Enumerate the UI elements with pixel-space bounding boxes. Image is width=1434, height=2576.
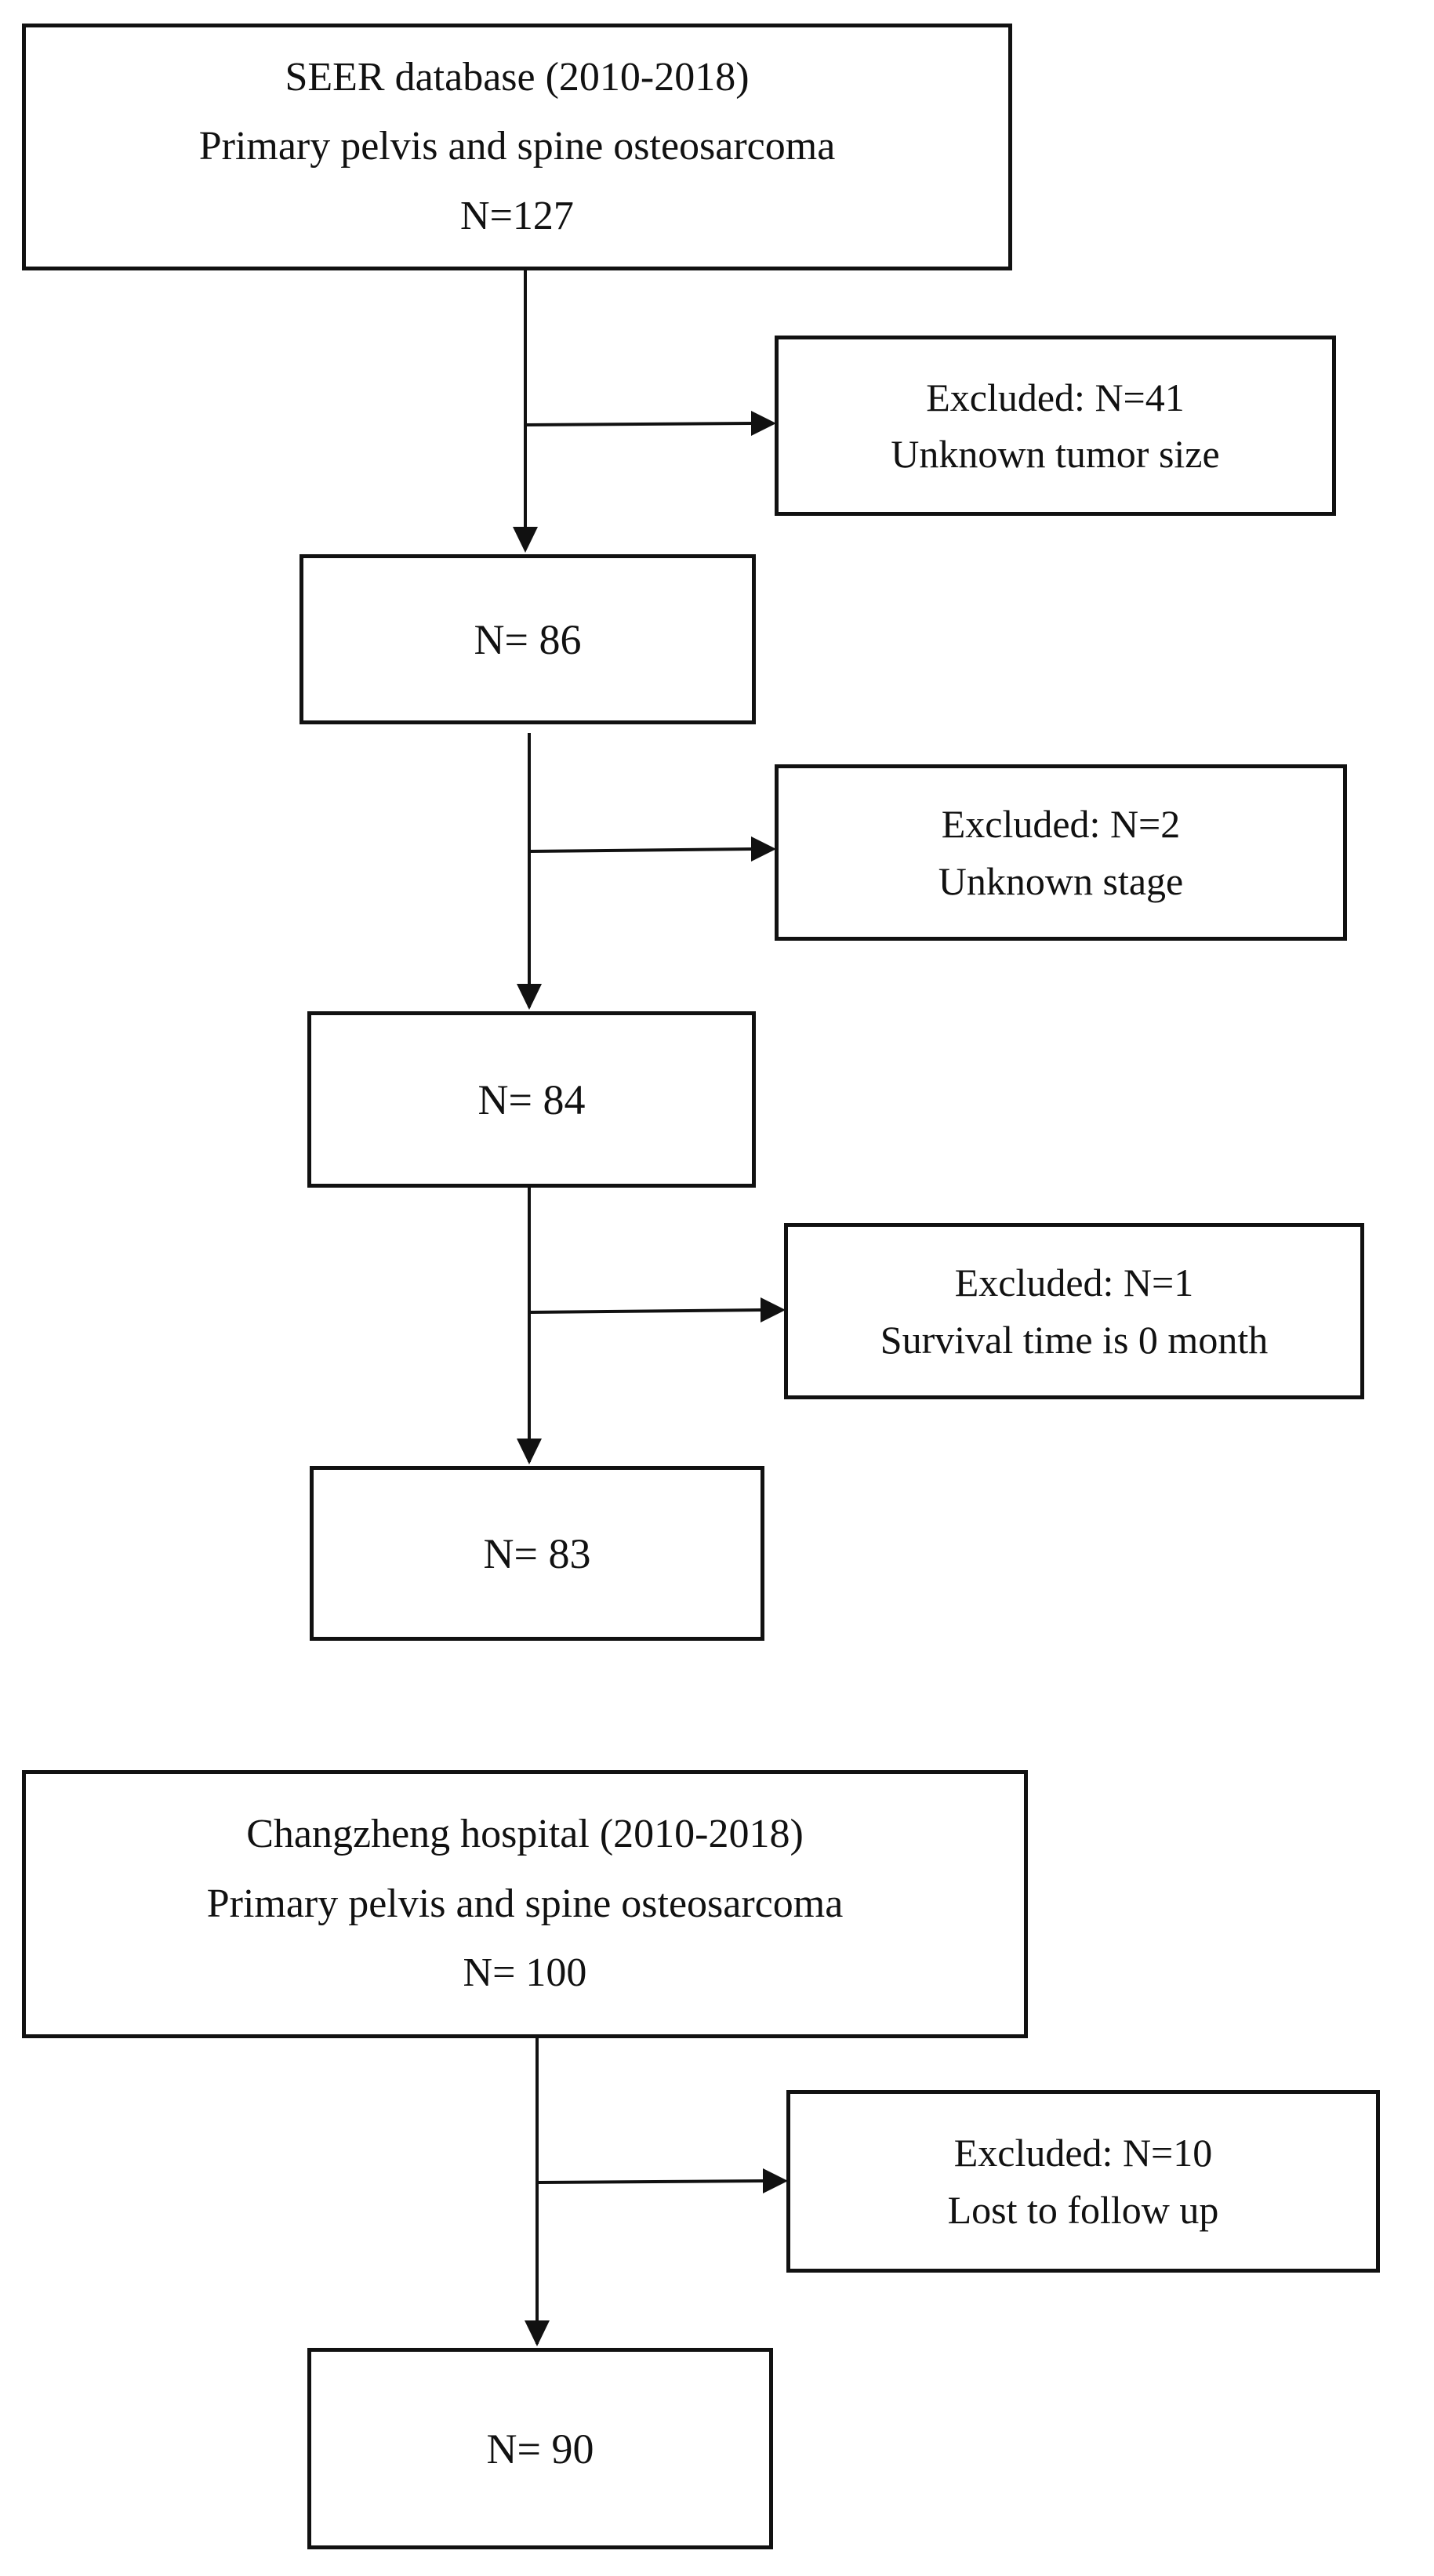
- side-arrow-3: [528, 1308, 763, 1314]
- excluded-reason-1: Unknown tumor size: [891, 432, 1220, 476]
- excluded-count-2: Excluded: N=2: [941, 802, 1181, 846]
- excluded-reason-2: Unknown stage: [938, 858, 1184, 903]
- remaining-count-4: N= 90: [486, 2425, 594, 2473]
- excluded-reason-4: Lost to follow up: [947, 2187, 1219, 2232]
- excluded-count-4: Excluded: N=10: [953, 2131, 1213, 2175]
- excluded-box-3: Excluded: N=1 Survival time is 0 month: [784, 1223, 1364, 1399]
- side-arrow-2: [528, 847, 753, 853]
- remaining-count-2: N= 84: [477, 1076, 586, 1123]
- remaining-box-4: N= 90: [307, 2348, 773, 2549]
- changzheng-source-count: N= 100: [463, 1950, 587, 1996]
- down-arrowhead-4: [525, 2320, 550, 2346]
- down-arrowhead-3: [517, 1439, 542, 1464]
- excluded-box-2: Excluded: N=2 Unknown stage: [775, 764, 1347, 941]
- remaining-box-3: N= 83: [310, 1466, 764, 1641]
- excluded-reason-3: Survival time is 0 month: [880, 1317, 1269, 1362]
- changzheng-source-box: Changzheng hospital (2010-2018) Primary …: [22, 1770, 1028, 2038]
- down-arrowhead-1: [513, 527, 538, 553]
- excluded-count-3: Excluded: N=1: [954, 1261, 1194, 1304]
- side-arrow-1: [525, 422, 753, 426]
- side-arrowhead-3: [761, 1297, 786, 1322]
- excluded-box-4: Excluded: N=10 Lost to follow up: [786, 2090, 1380, 2273]
- remaining-box-2: N= 84: [307, 1011, 756, 1188]
- seer-source-description: Primary pelvis and spine osteosarcoma: [198, 124, 836, 169]
- seer-source-title: SEER database (2010-2018): [285, 54, 750, 100]
- seer-source-count: N=127: [460, 193, 574, 238]
- changzheng-source-description: Primary pelvis and spine osteosarcoma: [206, 1881, 844, 1926]
- excluded-box-1: Excluded: N=41 Unknown tumor size: [775, 336, 1336, 516]
- changzheng-source-title: Changzheng hospital (2010-2018): [246, 1812, 804, 1857]
- excluded-count-1: Excluded: N=41: [926, 375, 1185, 419]
- remaining-count-3: N= 83: [483, 1529, 591, 1577]
- seer-source-box: SEER database (2010-2018) Primary pelvis…: [22, 24, 1012, 270]
- side-arrowhead-2: [751, 836, 776, 862]
- down-arrowhead-2: [517, 984, 542, 1010]
- remaining-box-1: N= 86: [300, 554, 756, 724]
- side-arrowhead-4: [763, 2168, 788, 2193]
- side-arrowhead-1: [751, 411, 776, 436]
- side-arrow-4: [536, 2179, 765, 2184]
- remaining-count-1: N= 86: [474, 615, 582, 663]
